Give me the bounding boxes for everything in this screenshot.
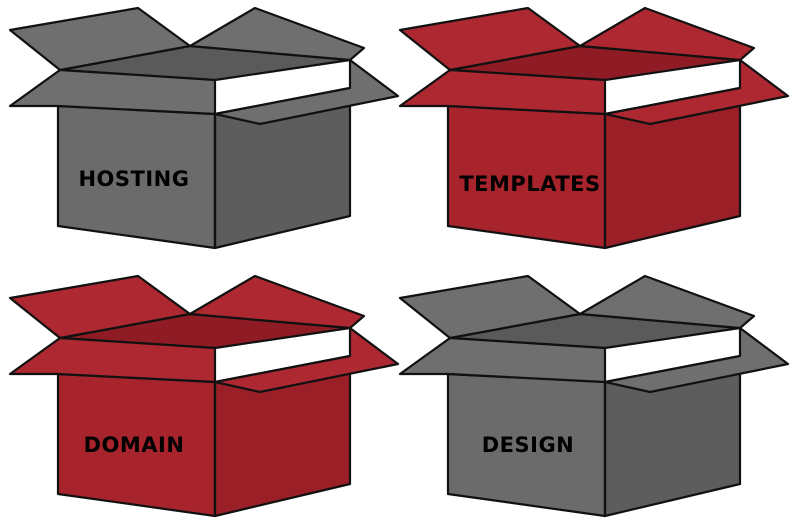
box-back-right-flap <box>578 274 756 330</box>
box-back-right-flap <box>188 274 366 330</box>
box-front-right-flap <box>603 58 790 126</box>
box-label-design: DESIGN <box>482 433 575 457</box>
box-domain: DOMAIN <box>8 274 400 518</box>
box-label-templates: TEMPLATES <box>459 172 600 196</box>
box-back-left-flap <box>398 274 582 340</box>
box-back-left-flap <box>398 6 582 72</box>
box-front-left-flap <box>8 336 217 384</box>
box-front-right-flap <box>213 326 400 394</box>
box-label-domain: DOMAIN <box>84 433 185 457</box>
box-front-right-flap <box>213 58 400 126</box>
box-back-right-flap <box>578 6 756 62</box>
box-front-right-flap <box>603 326 790 394</box>
box-front-left-flap <box>398 68 607 116</box>
box-back-left-flap <box>8 274 192 340</box>
box-back-right-flap <box>188 6 366 62</box>
box-back-left-flap <box>8 6 192 72</box>
box-front-left-flap <box>398 336 607 384</box>
box-hosting: HOSTING <box>8 6 400 250</box>
box-label-hosting: HOSTING <box>78 167 189 191</box>
box-front-left-flap <box>8 68 217 116</box>
box-templates: TEMPLATES <box>398 6 790 250</box>
box-design: DESIGN <box>398 274 790 518</box>
